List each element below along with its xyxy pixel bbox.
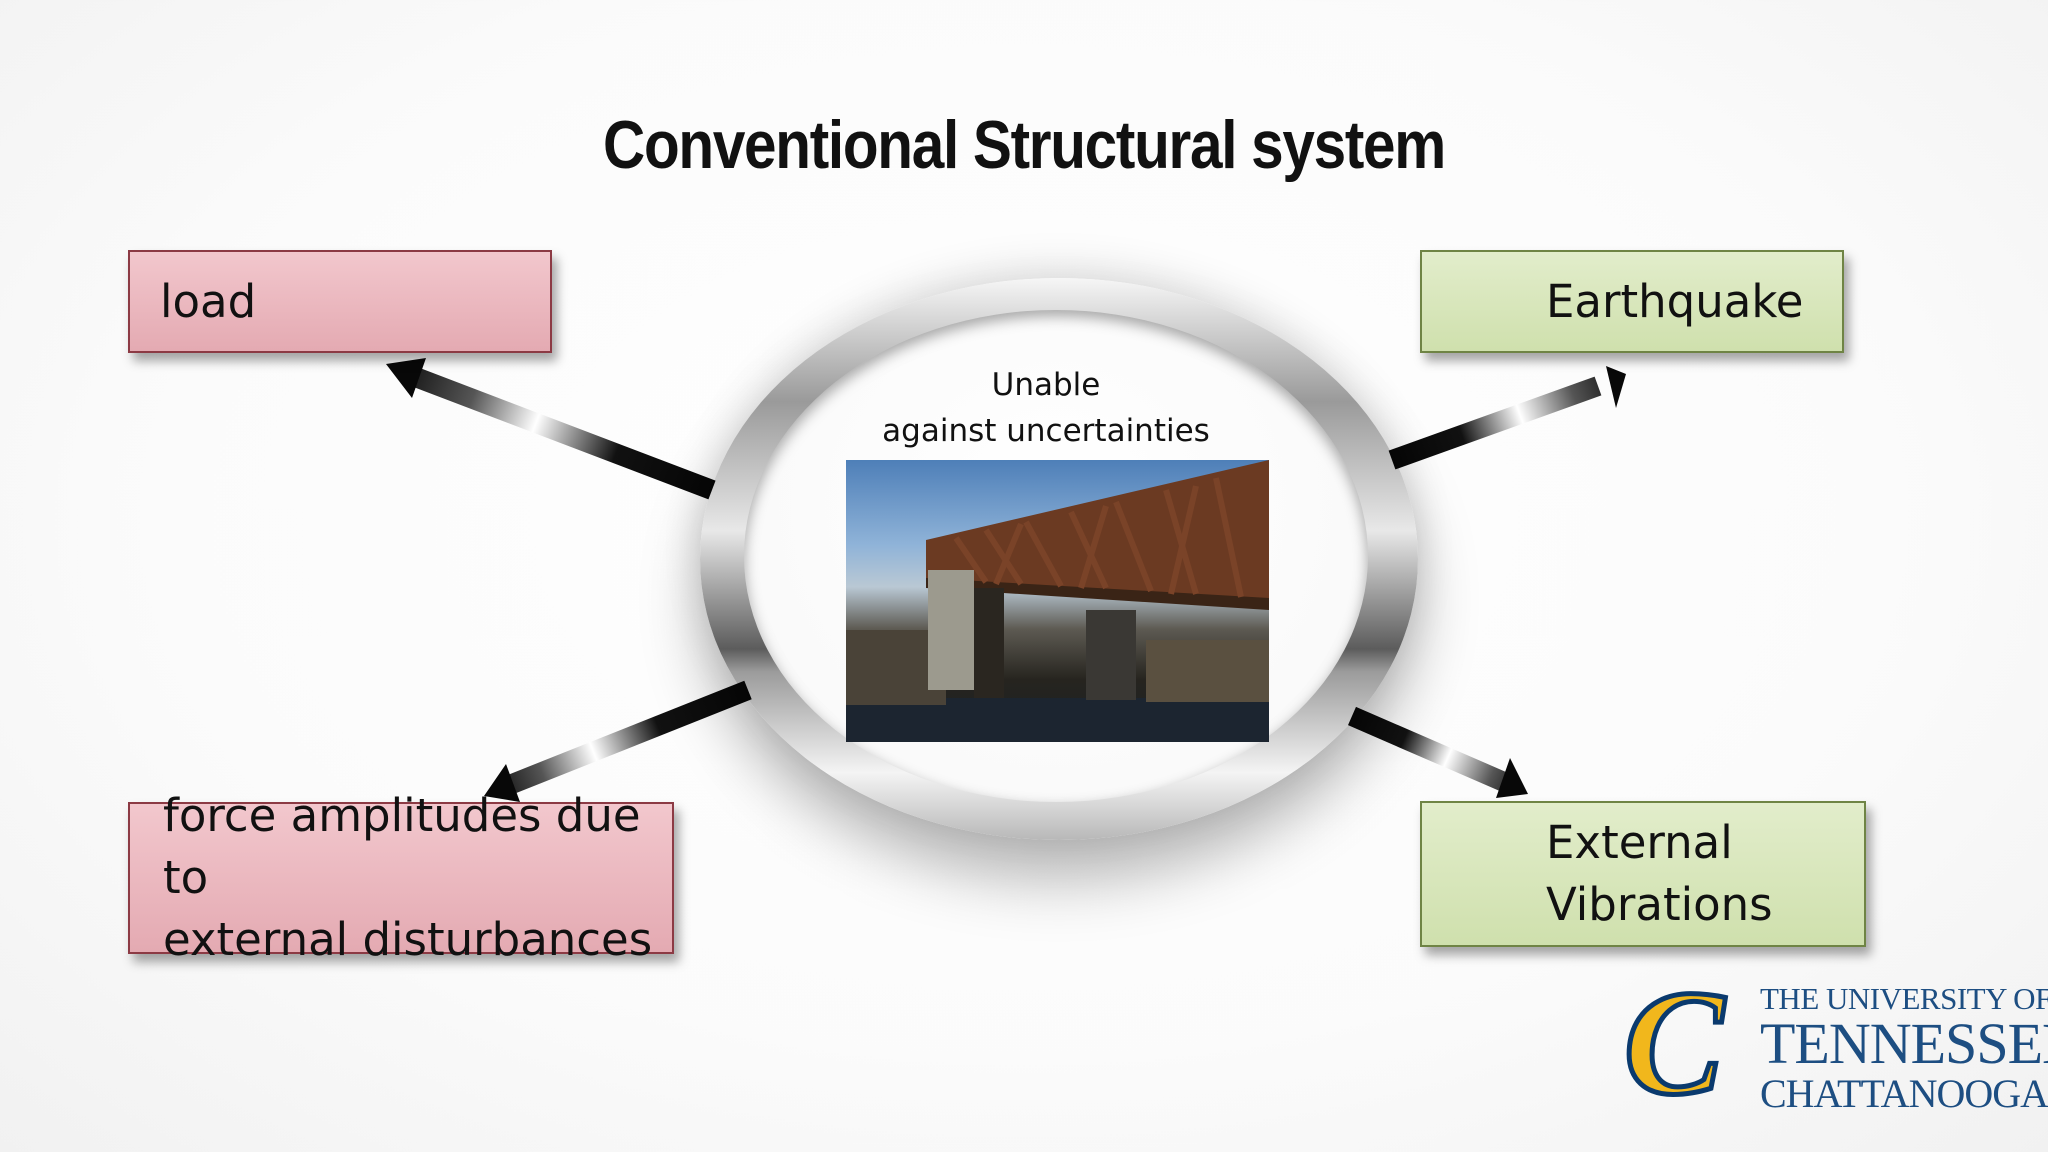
arrow-to-earthquake [1388, 366, 1626, 470]
load-box: load [128, 250, 552, 353]
slide-title: Conventional Structural system [603, 107, 1446, 183]
external-vibrations-box: External Vibrations [1420, 801, 1866, 947]
logo-c-mark: C [1622, 960, 1727, 1126]
bridge-photo [846, 460, 1269, 742]
logo-line-1: THE UNIVERSITY OF [1760, 981, 2048, 1016]
utc-logo: C THE UNIVERSITY OF TENNESSEE CHATTANOOG… [1622, 960, 2048, 1142]
center-caption: Unable against uncertainties [846, 362, 1246, 454]
external-vibrations-label: External Vibrations [1546, 816, 1773, 931]
center-line-1: Unable [991, 367, 1101, 403]
force-amplitudes-box: force amplitudes due to external disturb… [128, 789, 674, 966]
logo-line-2: TENNESSEE [1760, 1011, 2048, 1076]
logo-wordmark: THE UNIVERSITY OF TENNESSEE CHATTANOOGA [1760, 982, 2048, 1116]
center-line-2: against uncertainties [882, 413, 1210, 449]
earthquake-box: Earthquake [1420, 250, 1844, 353]
logo-reflection: CHATTANOOGA [1624, 1096, 2016, 1142]
earthquake-label: Earthquake [1546, 274, 1804, 328]
load-label: load [160, 274, 257, 328]
bridge-illustration [846, 460, 1269, 742]
logo-line-3: CHATTANOOGA [1760, 1071, 2048, 1116]
arrow-to-force [484, 680, 752, 802]
arrow-to-vibrations [1348, 706, 1528, 798]
force-amplitudes-label: force amplitudes due to external disturb… [163, 789, 653, 966]
arrow-to-load [386, 358, 716, 500]
